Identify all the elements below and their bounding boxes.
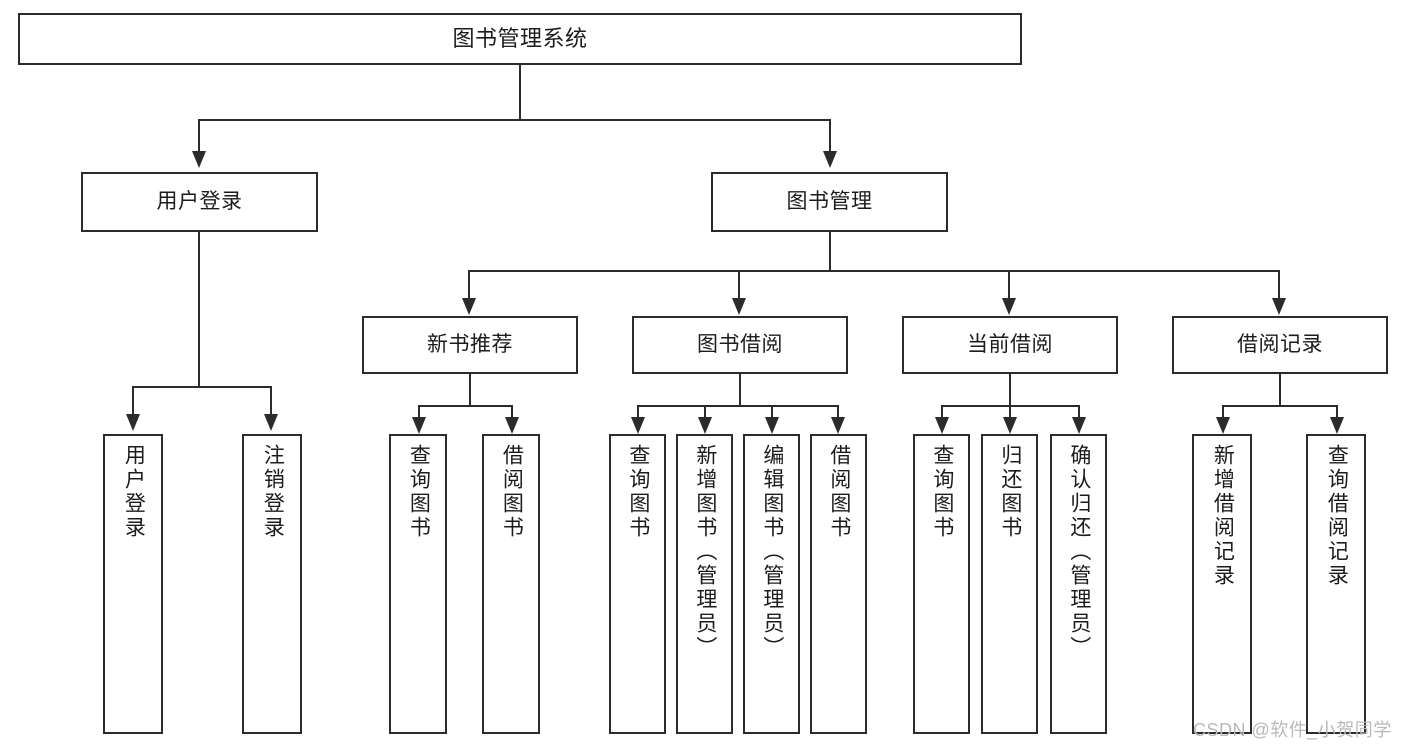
connector-borrow-drop-2 [704,405,706,427]
connector-userlogin-drop-1 [132,386,134,416]
node-label: 借阅记录 [1237,332,1323,356]
connector-records-stem [1279,374,1281,406]
leaf-confirm-return-admin[interactable]: 确认归还（管理员） [1050,434,1107,734]
node-root-system[interactable]: 图书管理系统 [18,13,1022,65]
connector-borrow-stem [739,374,741,406]
leaf-borrow-book-newbook[interactable]: 借阅图书 [482,434,540,734]
node-book-management[interactable]: 图书管理 [711,172,948,232]
connector-userlogin-drop-2 [270,386,272,416]
connector-borrow-drop-4 [837,405,839,427]
connector-userlogin-stem [198,232,200,387]
arrowhead-records-2 [1330,417,1344,434]
arrowhead-newbook-1 [412,417,426,434]
node-label: 查询图书 [930,444,954,540]
connector-level3-bus [468,270,1280,272]
node-book-borrowing[interactable]: 图书借阅 [632,316,848,374]
connector-borrow-drop-3 [771,405,773,427]
connector-level3-drop-2 [738,270,740,300]
arrowhead-newbook-2 [505,417,519,434]
arrowhead-level3-1 [462,298,476,315]
connector-level2-drop-2 [829,119,831,153]
node-label: 查询图书 [407,444,431,540]
arrowhead-current-3 [1072,417,1086,434]
connector-borrow-bus [637,405,837,407]
node-label: 用户登录 [156,189,243,213]
connector-records-bus [1222,405,1338,407]
arrowhead-userlogin-2 [264,414,278,431]
csdn-watermark: CSDN @软件_小贺同学 [1193,720,1392,740]
arrowhead-borrow-4 [831,417,845,434]
arrowhead-level3-2 [732,298,746,315]
connector-root-stem [519,65,521,120]
connector-current-drop-2 [1009,405,1011,427]
connector-current-stem [1009,374,1011,406]
connector-level2-bus [198,119,831,121]
node-label: 用户登录 [122,444,146,540]
connector-current-drop-3 [1078,405,1080,427]
leaf-query-book-current[interactable]: 查询图书 [913,434,970,734]
node-borrowing-records[interactable]: 借阅记录 [1172,316,1388,374]
arrowhead-level3-4 [1272,298,1286,315]
leaf-user-login[interactable]: 用户登录 [103,434,163,734]
arrowhead-current-2 [1003,417,1017,434]
arrowhead-borrow-2 [698,417,712,434]
arrowhead-records-1 [1216,417,1230,434]
connector-newbook-stem [469,374,471,406]
leaf-query-book-borrow[interactable]: 查询图书 [609,434,666,734]
leaf-query-borrow-record[interactable]: 查询借阅记录 [1306,434,1366,734]
connector-bookmgmt-stem [829,232,831,272]
arrowhead-userlogin-1 [126,414,140,431]
leaf-logout[interactable]: 注销登录 [242,434,302,734]
leaf-return-book[interactable]: 归还图书 [981,434,1038,734]
arrowhead-borrow-3 [765,417,779,434]
node-label: 借阅图书 [827,444,851,540]
node-label: 查询图书 [626,444,650,540]
node-new-book-recommendation[interactable]: 新书推荐 [362,316,578,374]
leaf-query-book-newbook[interactable]: 查询图书 [389,434,447,734]
arrowhead-borrow-1 [631,417,645,434]
arrowhead-level3-3 [1002,298,1016,315]
node-current-borrowing[interactable]: 当前借阅 [902,316,1118,374]
connector-newbook-drop-1 [418,405,420,427]
connector-current-drop-1 [941,405,943,427]
connector-newbook-bus [418,405,513,407]
node-label: 编辑图书（管理员） [760,444,784,660]
node-user-login[interactable]: 用户登录 [81,172,318,232]
node-label: 图书借阅 [697,332,783,356]
leaf-add-book-admin[interactable]: 新增图书（管理员） [676,434,733,734]
node-label: 注销登录 [261,444,285,540]
connector-level3-drop-4 [1278,270,1280,300]
node-label: 图书管理 [786,189,873,213]
connector-records-drop-1 [1222,405,1224,427]
arrowhead-level2-1 [192,151,206,168]
connector-borrow-drop-1 [637,405,639,427]
leaf-edit-book-admin[interactable]: 编辑图书（管理员） [743,434,800,734]
connector-userlogin-bus [132,386,272,388]
node-label: 确认归还（管理员） [1067,444,1091,660]
node-label: 借阅图书 [500,444,524,540]
arrowhead-level2-2 [823,151,837,168]
node-label: 新增借阅记录 [1211,444,1235,588]
node-label: 查询借阅记录 [1325,444,1349,588]
connector-level2-drop-1 [198,119,200,153]
leaf-borrow-book[interactable]: 借阅图书 [810,434,867,734]
node-label: 新书推荐 [427,332,513,356]
leaf-add-borrow-record[interactable]: 新增借阅记录 [1192,434,1252,734]
connector-level3-drop-1 [468,270,470,300]
arrowhead-current-1 [935,417,949,434]
connector-records-drop-2 [1336,405,1338,427]
node-label: 新增图书（管理员） [693,444,717,660]
connector-level3-drop-3 [1008,270,1010,300]
connector-newbook-drop-2 [511,405,513,427]
node-label: 当前借阅 [967,332,1053,356]
node-label: 图书管理系统 [452,26,588,52]
node-label: 归还图书 [998,444,1022,540]
